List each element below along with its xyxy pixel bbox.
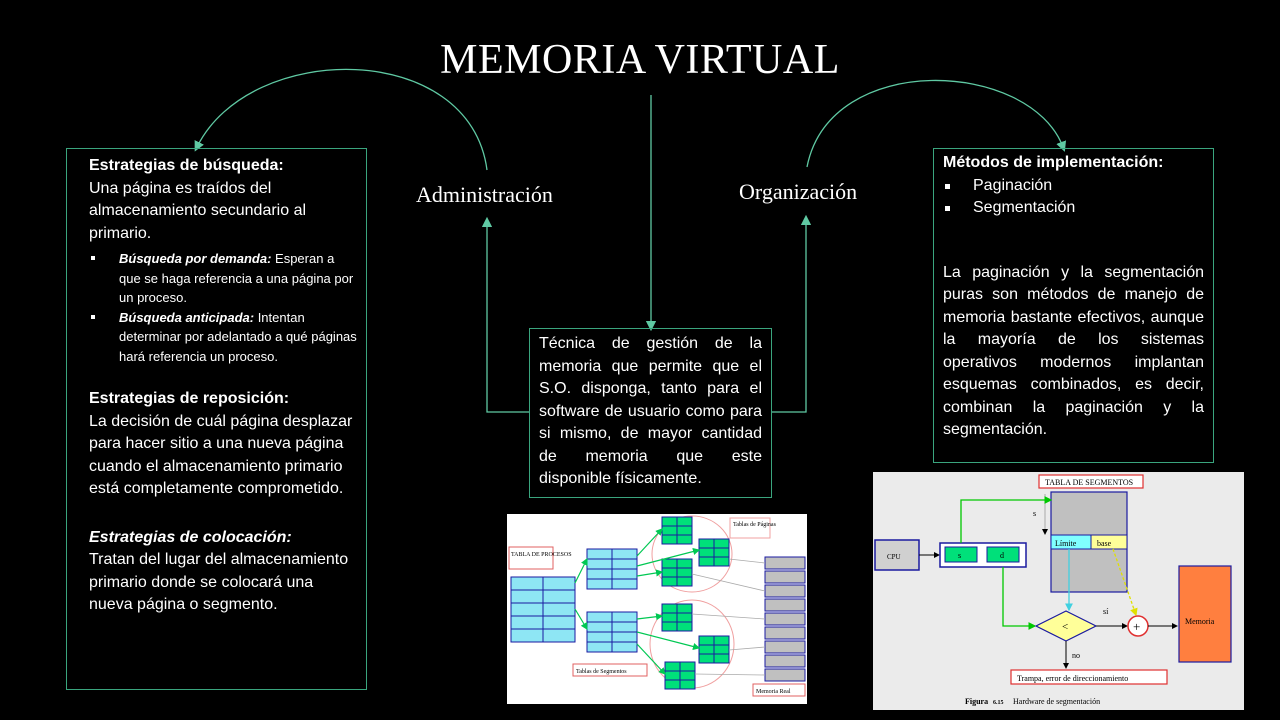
search-strategies-text: Una página es traídos del almacenamiento… (89, 179, 307, 242)
cpu-label: CPU (887, 553, 901, 561)
yes-label: sí (1103, 607, 1109, 616)
replacement-strategies-text: La decisión de cuál página desplazar par… (89, 412, 353, 498)
trap-label: Trampa, error de direccionamiento (1017, 674, 1128, 683)
search-strategies-list: Búsqueda por demanda: Esperan a que se h… (89, 249, 358, 366)
memory-block: Memoria (1185, 617, 1215, 626)
adder-symbol: + (1133, 619, 1140, 634)
segment-tables-label: Tablas de Segmentos (576, 669, 627, 675)
paging-segmentation-figure: TABLA DE PROCESOS (507, 514, 807, 704)
implementation-panel: Métodos de implementación: Paginación Se… (933, 148, 1214, 463)
real-memory-label: Memoria Real (756, 689, 791, 695)
list-item: Paginación (943, 175, 1204, 198)
definition-box: Técnica de gestión de la memoria que per… (529, 328, 772, 498)
base-cell: base (1097, 539, 1112, 548)
branch-administracion: Administración (416, 182, 553, 207)
comparator-symbol: < (1062, 621, 1068, 633)
page-title: MEMORIA VIRTUAL (440, 37, 840, 83)
caption-number: 6.15 (993, 700, 1004, 706)
s-arrow-label: s (1033, 509, 1036, 518)
list-item: Segmentación (943, 197, 1204, 220)
d-register: d (1000, 551, 1004, 560)
implementation-text: La paginación y la segmentación puras so… (943, 263, 1204, 439)
left-strategies-panel: Estrategias de búsqueda: Una página es t… (66, 148, 367, 690)
placement-strategies-text: Tratan del lugar del almacenamiento prim… (89, 551, 349, 613)
placement-strategies-title: Estrategias de colocación: (89, 528, 292, 546)
search-strategies-title: Estrategias de búsqueda: (89, 157, 284, 174)
segmentation-figure-svg: TABLA DE SEGMENTOS Límite base s CPU s d… (874, 474, 1232, 706)
segments-table-label: TABLA DE SEGMENTOS (1045, 478, 1133, 487)
caption-label: Figura (965, 697, 988, 706)
replacement-strategies-title: Estrategias de reposición: (89, 390, 290, 407)
processes-table-label: TABLA DE PROCESOS (511, 552, 572, 558)
s-register: s (958, 551, 961, 560)
limit-cell: Límite (1055, 539, 1077, 548)
no-label: no (1072, 651, 1080, 660)
list-item: Búsqueda por demanda: Esperan a que se h… (89, 249, 358, 308)
branch-organizacion: Organización (739, 179, 858, 204)
list-item: Búsqueda anticipada: Intentan determinar… (89, 308, 358, 367)
caption-text: Hardware de segmentación (1013, 697, 1100, 706)
page-tables-label: Tablas de Páginas (733, 522, 777, 528)
segmentation-hardware-figure: TABLA DE SEGMENTOS Límite base s CPU s d… (873, 472, 1244, 710)
implementation-list: Paginación Segmentación (943, 175, 1204, 220)
implementation-title: Métodos de implementación: (943, 154, 1164, 171)
paging-figure-svg: TABLA DE PROCESOS (508, 515, 806, 697)
